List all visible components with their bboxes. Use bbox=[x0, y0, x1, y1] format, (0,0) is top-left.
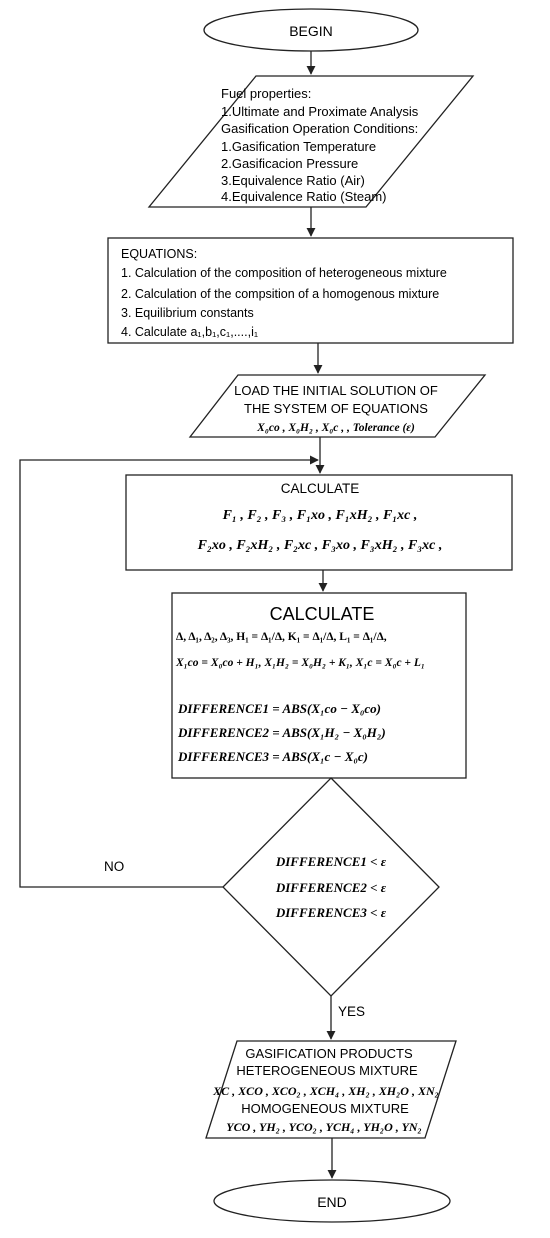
calculate-f-title: CALCULATE bbox=[281, 481, 360, 496]
load-vars: X₀co , X₀H₂ , X₀c , , Tolerance (ε) bbox=[256, 422, 415, 434]
calculate-delta-line: DIFFERENCE2 = ABS(X₁H₂ − X₀H₂) bbox=[177, 725, 386, 740]
decision-line: DIFFERENCE3 < ε bbox=[275, 905, 387, 920]
load-line: LOAD THE INITIAL SOLUTION OF bbox=[234, 383, 438, 398]
input-line: Fuel properties: bbox=[221, 86, 311, 101]
calculate-f-box bbox=[125, 474, 513, 571]
output-line: HETEROGENEOUS MIXTURE bbox=[236, 1063, 418, 1078]
output-line: YCO , YH₂ , YCO₂ , YCH₄ , YH₂O , YN₂ bbox=[226, 1120, 422, 1134]
equations-line: 2. Calculation of the compsition of a ho… bbox=[121, 287, 439, 301]
output-line: XC , XCO , XCO₂ , XCH₄ , XH₂ , XH₂O , XN… bbox=[212, 1084, 439, 1098]
equations-line: 1. Calculation of the composition of het… bbox=[121, 266, 447, 280]
decision-line: DIFFERENCE2 < ε bbox=[275, 880, 387, 895]
input-line: 1.Ultimate and Proximate Analysis bbox=[221, 104, 419, 119]
calculate-delta-line: DIFFERENCE1 = ABS(X₁co − X₀co) bbox=[177, 701, 381, 716]
output-line: GASIFICATION PRODUCTS bbox=[245, 1046, 413, 1061]
input-line: 4.Equivalence Ratio (Steam) bbox=[221, 189, 386, 204]
end-terminal bbox=[213, 1179, 451, 1223]
calculate-delta-line: DIFFERENCE3 = ABS(X₁c − X₀c) bbox=[177, 749, 368, 764]
input-line: 3.Equivalence Ratio (Air) bbox=[221, 173, 365, 188]
calculate-delta-line: X₁co = X₀co + H₁, X₁H₂ = X₀H₂ + K₁, X₁c … bbox=[175, 657, 425, 669]
input-line: 2.Gasificacion Pressure bbox=[221, 156, 358, 171]
calculate-f-line: F₁ , F₂ , F₃ , F₁xo , F₁xH₂ , F₁xc , bbox=[222, 508, 418, 523]
input-text: Fuel properties: 1.Ultimate and Proximat… bbox=[221, 86, 419, 204]
calculate-f-line: F₂xo , F₂xH₂ , F₂xc , F₃xo , F₃xH₂ , F₃x… bbox=[197, 538, 443, 553]
equations-box bbox=[107, 237, 514, 344]
calculate-delta-box bbox=[171, 592, 467, 779]
end-label: END bbox=[317, 1194, 347, 1210]
output-parallelogram bbox=[205, 1040, 457, 1139]
load-line: THE SYSTEM OF EQUATIONS bbox=[244, 401, 428, 416]
no-label: NO bbox=[104, 859, 124, 874]
yes-label: YES bbox=[338, 1004, 365, 1019]
equations-line: 4. Calculate a₁,b₁,c₁,....,i₁ bbox=[121, 325, 258, 339]
input-line: Gasification Operation Conditions: bbox=[221, 121, 418, 136]
output-line: HOMOGENEOUS MIXTURE bbox=[241, 1101, 409, 1116]
calculate-delta-line: Δ, Δ₁, Δ₂, Δ₃, H₁ = Δ₁/Δ, K₁ = Δ₁/Δ, L₁ … bbox=[176, 631, 387, 643]
calculate-delta-title: CALCULATE bbox=[270, 604, 375, 624]
begin-label: BEGIN bbox=[289, 23, 333, 39]
loop-back-line bbox=[19, 455, 319, 888]
equations-line: 3. Equilibrium constants bbox=[121, 306, 254, 320]
input-line: 1.Gasification Temperature bbox=[221, 139, 376, 154]
equations-title: EQUATIONS: bbox=[121, 247, 197, 261]
decision-line: DIFFERENCE1 < ε bbox=[275, 854, 387, 869]
input-parallelogram bbox=[147, 75, 475, 208]
load-parallelogram bbox=[188, 374, 487, 438]
